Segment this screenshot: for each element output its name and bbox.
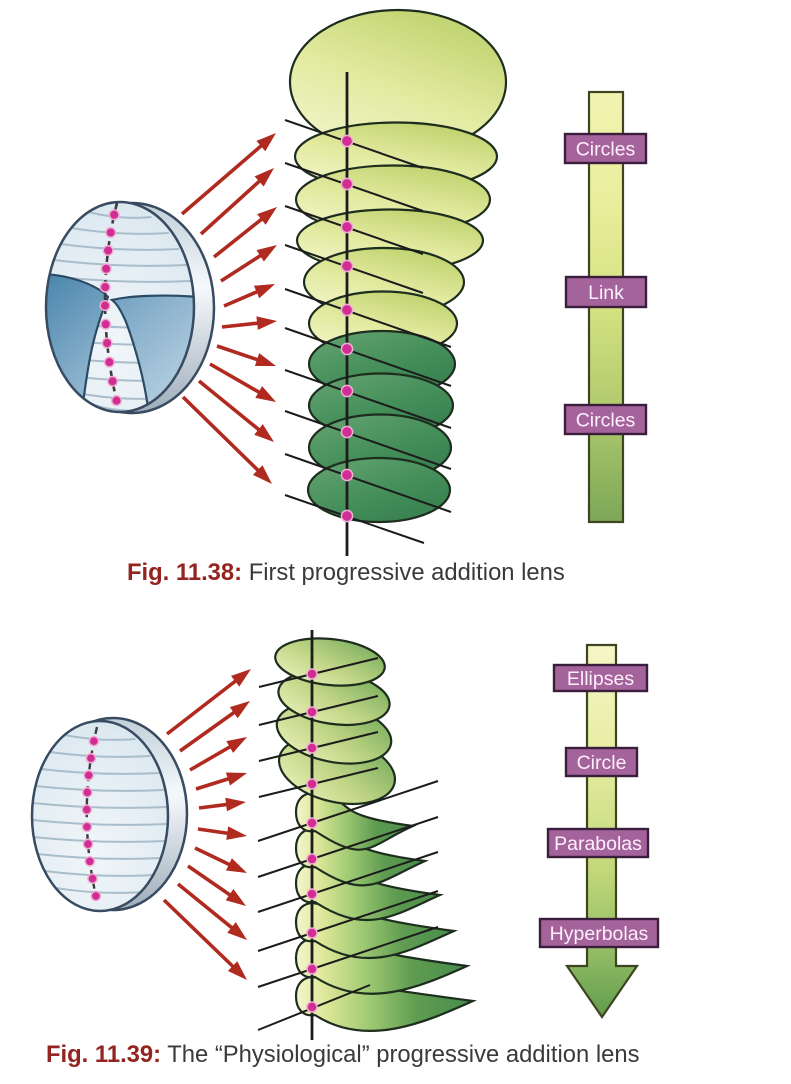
svg-text:Fig. 11.39: The “Physiological: Fig. 11.39: The “Physiological” progress…: [46, 1041, 640, 1068]
svg-text:Ellipses: Ellipses: [567, 668, 634, 690]
svg-text:Fig. 11.38: First progressive: Fig. 11.38: First progressive addition l…: [127, 559, 565, 586]
svg-text:Parabolas: Parabolas: [554, 833, 642, 855]
svg-text:Circles: Circles: [576, 409, 636, 431]
svg-text:Hyperbolas: Hyperbolas: [550, 923, 649, 945]
svg-text:Circles: Circles: [576, 138, 636, 160]
svg-text:Link: Link: [588, 282, 624, 304]
svg-text:Circle: Circle: [577, 752, 627, 774]
